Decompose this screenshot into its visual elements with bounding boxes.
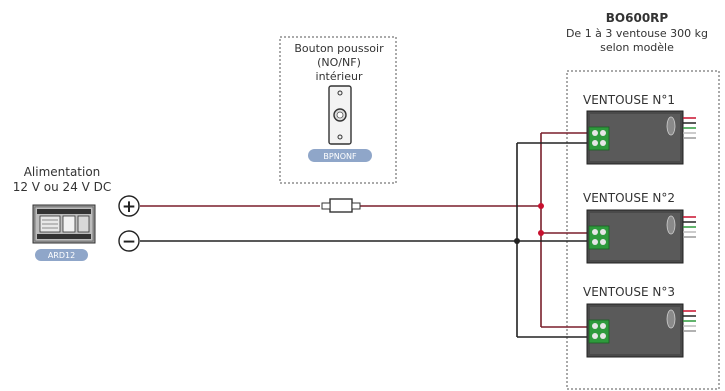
product-code: BO600RP bbox=[606, 11, 669, 25]
junction-dot bbox=[514, 238, 520, 244]
push-button-badge bbox=[308, 149, 372, 162]
switch-contact bbox=[321, 198, 361, 213]
junction-dots bbox=[514, 203, 544, 244]
junction-dot bbox=[538, 203, 544, 209]
push-button-icon bbox=[328, 85, 352, 145]
magnet-3-label: VENTOUSE N°3 bbox=[583, 285, 675, 299]
junction-dot bbox=[538, 230, 544, 236]
magnet-1-label: VENTOUSE N°1 bbox=[583, 93, 675, 107]
power-supply-badge bbox=[35, 249, 88, 261]
negative-terminal-symbol: − bbox=[122, 232, 136, 252]
power-supply-badge-text: ARD12 bbox=[48, 251, 75, 260]
product-desc-line1: De 1 à 3 ventouse 300 kg bbox=[566, 27, 708, 40]
power-label-line2: 12 V ou 24 V DC bbox=[13, 180, 112, 194]
power-label-line1: Alimentation bbox=[24, 165, 101, 179]
push-button-badge-text: BPNONF bbox=[323, 152, 357, 161]
magnet-1-icon bbox=[586, 110, 696, 165]
magnet-2-label: VENTOUSE N°2 bbox=[583, 191, 675, 205]
magnet-3-icon bbox=[586, 303, 696, 358]
push-button-label-line3: intérieur bbox=[316, 70, 363, 83]
push-button-box bbox=[279, 36, 397, 184]
push-button-label-line2: (NO/NF) bbox=[317, 56, 361, 69]
power-supply-device bbox=[32, 204, 96, 244]
magnets-group-box bbox=[566, 70, 720, 390]
positive-terminal-icon bbox=[118, 195, 140, 217]
positive-wires bbox=[140, 132, 590, 328]
positive-terminal-symbol: + bbox=[122, 197, 136, 217]
magnet-2-icon bbox=[586, 209, 696, 264]
push-button-label-line1: Bouton poussoir bbox=[294, 42, 384, 55]
product-desc-line2: selon modèle bbox=[600, 41, 674, 54]
negative-wires bbox=[140, 142, 590, 338]
negative-terminal-icon bbox=[118, 230, 140, 252]
